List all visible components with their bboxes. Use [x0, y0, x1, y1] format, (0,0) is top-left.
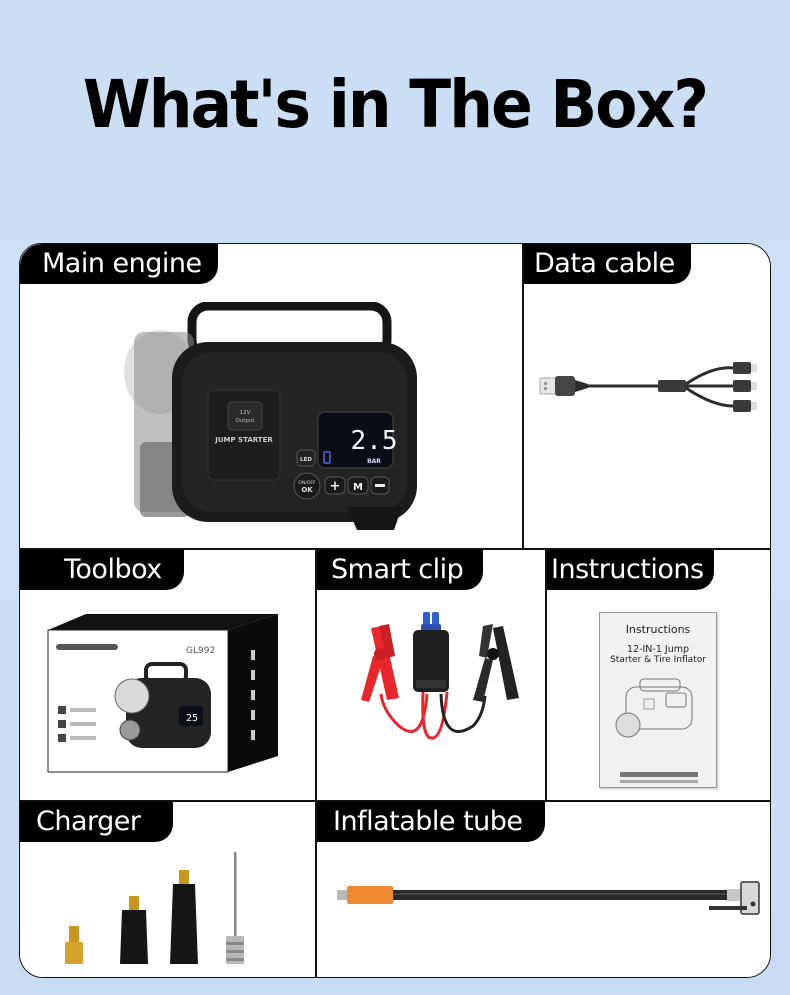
divider: [522, 244, 524, 549]
item-toolbox: Toolbox GL992 25: [20, 550, 315, 800]
inflation-hose-image: [337, 880, 767, 920]
item-label: Instructions: [547, 550, 714, 590]
item-label: Charger: [20, 802, 173, 842]
nozzle-adapters-image: [60, 850, 250, 968]
manual-subtitle: Starter & Tire Inflator: [610, 655, 706, 665]
svg-text:BAR: BAR: [367, 458, 381, 465]
manual-footer: [620, 780, 698, 783]
item-label: Main engine: [20, 244, 218, 284]
item-label: Inflatable tube: [317, 802, 545, 842]
item-smart-clip: Smart clip: [317, 550, 545, 800]
item-label: Smart clip: [317, 550, 484, 590]
item-label: Toolbox: [20, 550, 184, 590]
svg-text:LED: LED: [300, 457, 312, 463]
divider: [20, 548, 770, 550]
divider: [315, 549, 317, 977]
svg-text:Output: Output: [235, 418, 255, 424]
divider: [545, 549, 547, 801]
svg-text:JUMP STARTER: JUMP STARTER: [214, 436, 273, 444]
page-title: What's in The Box?: [82, 66, 709, 143]
battery-clamps-image: [343, 606, 523, 746]
item-instructions: Instructions Instructions 12-IN-1 Jump S…: [547, 550, 770, 800]
manual-heading: Instructions: [625, 623, 691, 636]
svg-text:2.5: 2.5: [351, 426, 398, 456]
box-contents-grid: Main engine 12V Output JUMP STARTER: [19, 243, 771, 978]
svg-text:GL992: GL992: [186, 646, 215, 656]
instruction-manual: Instructions 12-IN-1 Jump Starter & Tire…: [599, 612, 717, 788]
item-data-cable: Data cable: [524, 244, 770, 548]
jump-starter-image: 12V Output JUMP STARTER 2.5 BAR LED ON/O…: [112, 302, 432, 542]
divider: [20, 800, 770, 802]
manual-illustration: [615, 678, 693, 738]
usb-cable-image: [538, 356, 760, 416]
item-main-engine: Main engine 12V Output JUMP STARTER: [20, 244, 522, 548]
manual-footer: [620, 772, 698, 777]
item-charger: Charger: [20, 802, 315, 977]
svg-text:+: +: [330, 479, 341, 494]
svg-text:OK: OK: [301, 486, 313, 494]
retail-box-image: GL992 25: [46, 608, 280, 774]
svg-text:25: 25: [186, 713, 198, 724]
svg-text:ON/OFF: ON/OFF: [298, 480, 316, 486]
item-label: Data cable: [524, 244, 691, 284]
manual-subtitle: 12-IN-1 Jump: [626, 644, 690, 655]
svg-text:M: M: [353, 482, 363, 493]
svg-text:12V: 12V: [240, 410, 251, 416]
item-inflatable-tube: Inflatable tube: [317, 802, 770, 977]
